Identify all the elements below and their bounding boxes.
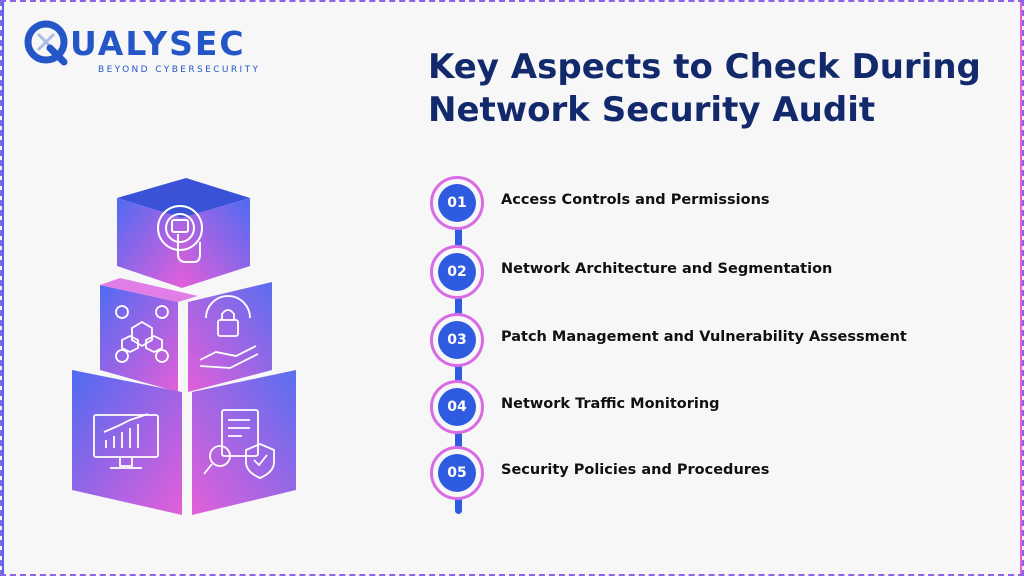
step-label: Patch Management and Vulnerability Asses… (501, 329, 907, 345)
bottom-right-cube (192, 370, 296, 515)
cube-stack-illustration (72, 178, 296, 515)
step-number: 04 (438, 388, 476, 426)
touch-access-icon (157, 205, 203, 263)
title-line-2: Network Security Audit (428, 90, 876, 130)
step-item-2: 02 Network Architecture and Segmentation (430, 245, 1010, 299)
page-title: Key Aspects to Check During Network Secu… (428, 46, 1008, 132)
step-number: 02 (438, 253, 476, 291)
monitor-chart-icon (93, 413, 159, 469)
title-line-1: Key Aspects to Check During (428, 47, 981, 87)
bottom-left-cube (72, 370, 182, 515)
logo-wordmark: UALYSEC (70, 24, 246, 63)
step-label: Network Traffic Monitoring (501, 396, 720, 412)
step-item-4: 04 Network Traffic Monitoring (430, 380, 1010, 434)
step-number-badge: 04 (430, 380, 484, 434)
step-number-badge: 02 (430, 245, 484, 299)
step-number: 05 (438, 454, 476, 492)
step-number: 01 (438, 184, 476, 222)
middle-left-cube (100, 278, 198, 392)
step-number-badge: 05 (430, 446, 484, 500)
step-label: Access Controls and Permissions (501, 192, 770, 208)
step-number: 03 (438, 321, 476, 359)
step-item-5: 05 Security Policies and Procedures (430, 446, 1010, 500)
step-number-badge: 01 (430, 176, 484, 230)
network-nodes-icon (115, 305, 169, 363)
step-label: Security Policies and Procedures (501, 462, 770, 478)
middle-right-cube (188, 282, 272, 392)
logo-tagline: BEYOND CYBERSECURITY (98, 65, 261, 75)
step-item-1: 01 Access Controls and Permissions (430, 176, 1010, 230)
qualysec-logo: UALYSEC BEYOND CYBERSECURITY (24, 20, 264, 80)
step-item-3: 03 Patch Management and Vulnerability As… (430, 313, 1010, 367)
secure-lock-hand-icon (199, 295, 259, 369)
top-cube (117, 178, 250, 288)
document-inspect-icon (203, 409, 275, 479)
step-label: Network Architecture and Segmentation (501, 261, 833, 277)
logo-q-mark-icon (24, 20, 68, 66)
step-number-badge: 03 (430, 313, 484, 367)
